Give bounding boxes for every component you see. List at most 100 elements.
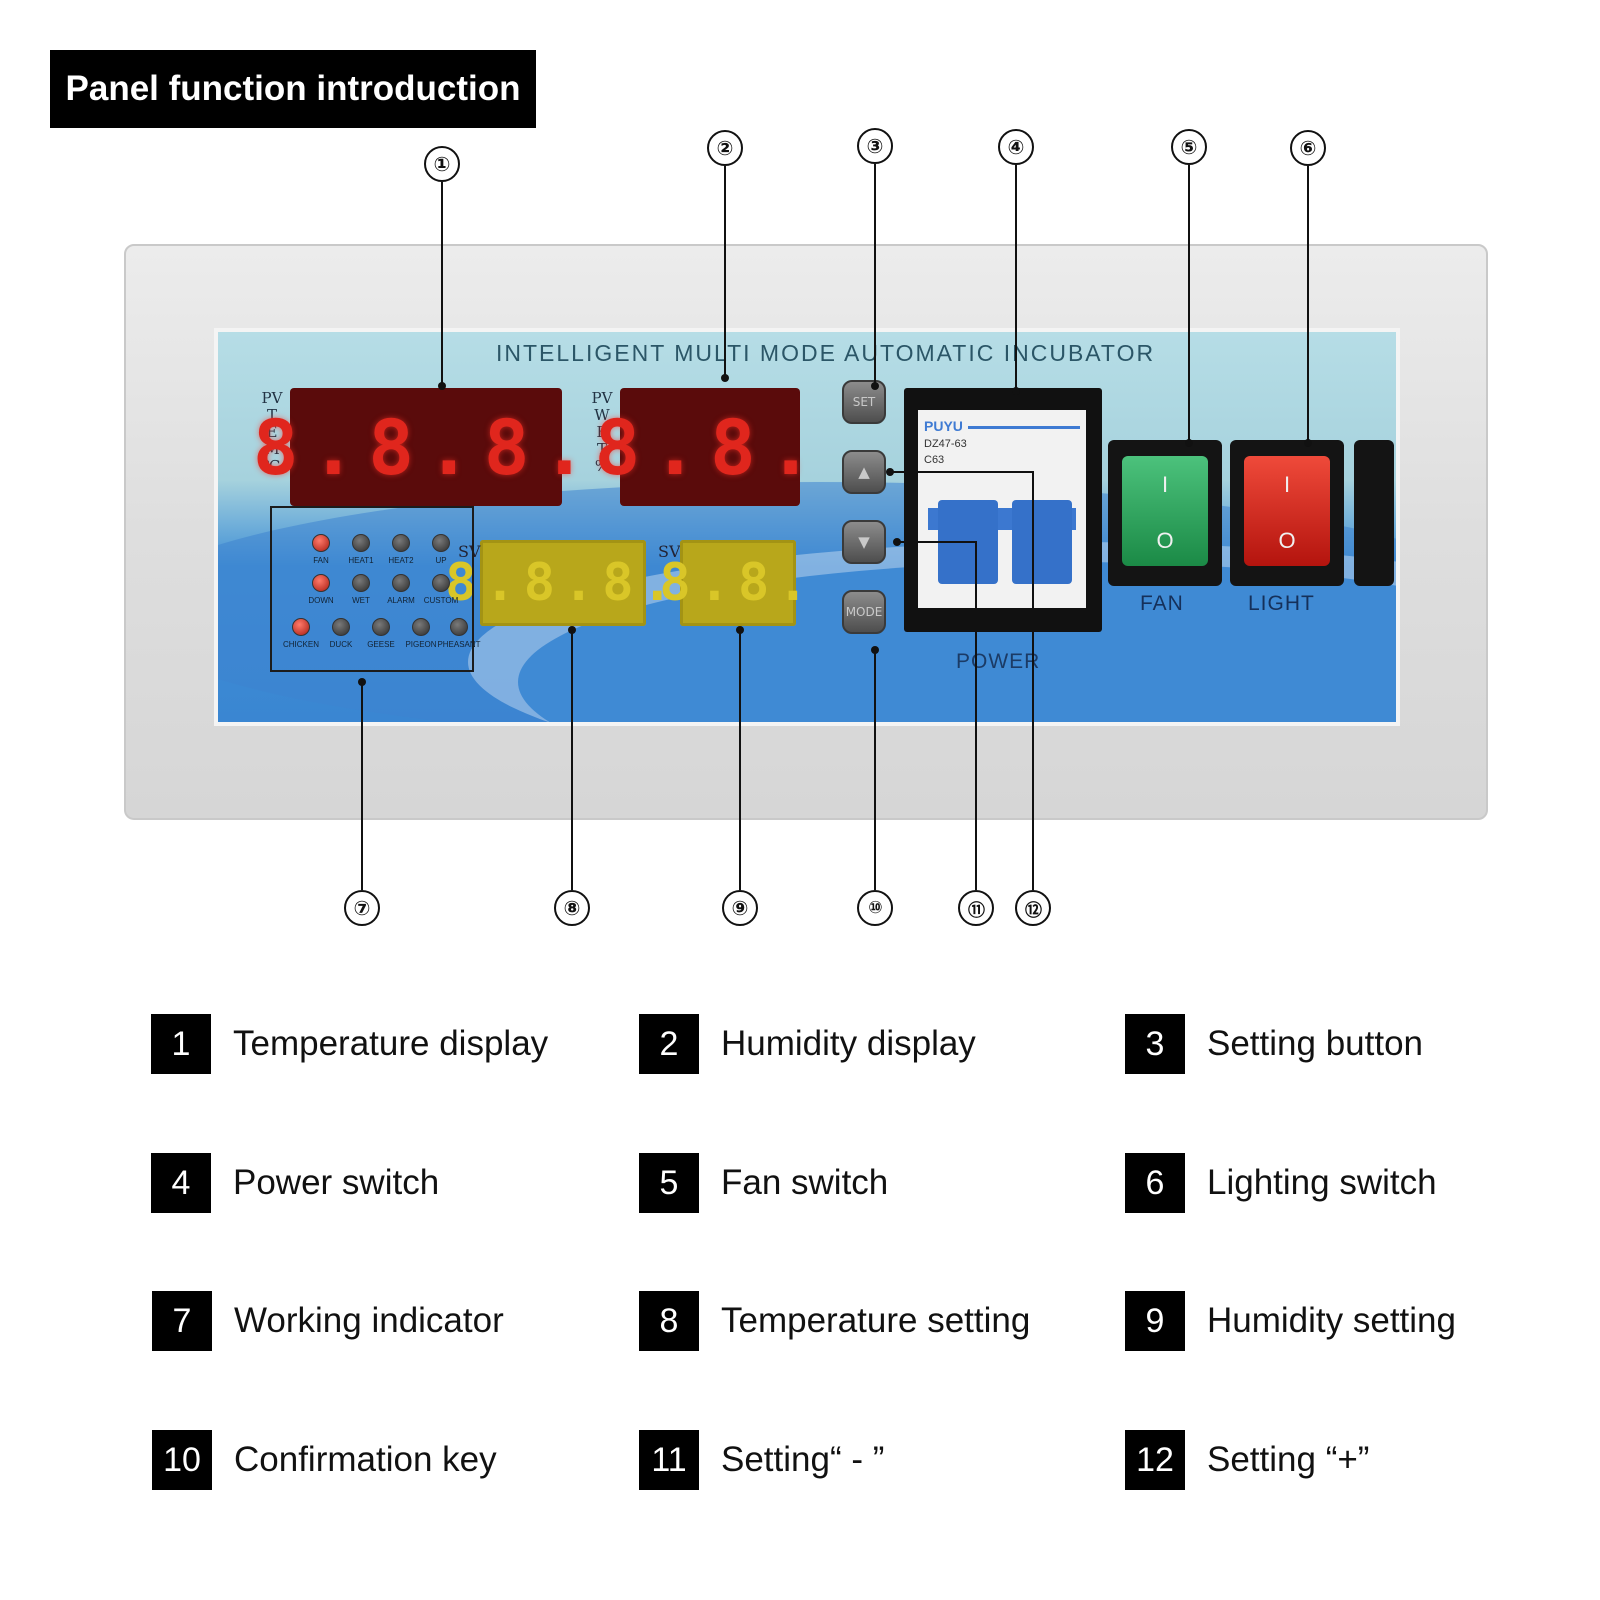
legend-item-8: 8 Temperature setting [639, 1291, 1030, 1351]
legend-text: Fan switch [721, 1163, 889, 1202]
legend-text: Humidity display [721, 1024, 976, 1063]
led-label: DUCK [329, 640, 353, 649]
humidity-display: 8.8. [594, 388, 814, 506]
humidity-setting-display: 8.8. [659, 540, 809, 626]
power-breaker: PUYU DZ47-63 C63 [918, 410, 1086, 608]
legend-number: 2 [639, 1014, 699, 1074]
callout-3: ③ [857, 128, 893, 164]
legend-item-7: 7 Working indicator [152, 1291, 504, 1351]
down-led [312, 574, 330, 592]
pheasant-led [450, 618, 468, 636]
legend-text: Working indicator [234, 1301, 504, 1340]
working-indicator-panel: FAN HEAT1 HEAT2 UP DOWN WET ALARM CUSTOM… [270, 506, 481, 672]
temperature-display: 8.8.8. [253, 388, 587, 506]
leader-line-1 [441, 182, 443, 386]
legend-item-10: 10 Confirmation key [152, 1430, 497, 1490]
leader-line-4 [1015, 165, 1017, 391]
legend-text: Setting “+” [1207, 1440, 1370, 1479]
power-label: POWER [956, 650, 1041, 673]
breaker-rating: C63 [924, 454, 945, 466]
extra-switch-housing [1354, 440, 1394, 586]
callout-2: ② [707, 130, 743, 166]
led-label: CUSTOM [423, 596, 459, 605]
fan-switch-housing: I O [1108, 440, 1222, 586]
leader-dot [1185, 439, 1193, 447]
legend-text: Lighting switch [1207, 1163, 1437, 1202]
led-label: UP [435, 556, 447, 565]
led-label: WET [352, 596, 370, 605]
led-label: PHEASANT [437, 640, 481, 649]
alarm-led [392, 574, 410, 592]
leader-line-6 [1307, 166, 1309, 443]
leader-line-2 [724, 166, 726, 378]
temperature-setting-display: 8.8.8. [445, 540, 673, 626]
led-label: FAN [313, 556, 329, 565]
control-panel: INTELLIGENT MULTI MODE AUTOMATIC INCUBAT… [214, 328, 1400, 726]
breaker-model: DZ47-63 [924, 438, 967, 450]
plus-button[interactable]: ▲ [842, 450, 886, 494]
wet-led [352, 574, 370, 592]
legend-number: 6 [1125, 1153, 1185, 1213]
leader-dot [1304, 439, 1312, 447]
leader-line-5 [1188, 165, 1190, 443]
fan-led [312, 534, 330, 552]
legend-item-9: 9 Humidity setting [1125, 1291, 1456, 1351]
up-led [432, 534, 450, 552]
custom-led [432, 574, 450, 592]
page-title: Panel function introduction [50, 50, 536, 128]
legend-number: 5 [639, 1153, 699, 1213]
legend-item-3: 3 Setting button [1125, 1014, 1423, 1074]
heat2-led [392, 534, 410, 552]
led-label: HEAT2 [388, 556, 414, 565]
legend-item-6: 6 Lighting switch [1125, 1153, 1437, 1213]
set-button[interactable]: SET [842, 380, 886, 424]
callout-9: ⑨ [722, 890, 758, 926]
power-switch-housing: PUYU DZ47-63 C63 [904, 388, 1102, 632]
legend-text: Setting“ - ” [721, 1440, 885, 1479]
leader-line-8 [571, 630, 573, 890]
leader-dot [721, 374, 729, 382]
legend-item-11: 11 Setting“ - ” [639, 1430, 884, 1490]
led-label: CHICKEN [282, 640, 319, 649]
geese-led [372, 618, 390, 636]
rocker-on-mark: I [1161, 472, 1169, 497]
legend-text: Humidity setting [1207, 1301, 1456, 1340]
heat1-led [352, 534, 370, 552]
leader-line-7 [361, 682, 363, 890]
temp-sv-label: SV [458, 542, 481, 561]
mode-button[interactable]: MODE [842, 590, 886, 634]
hum-sv-label: SV [658, 542, 681, 561]
pigeon-led [412, 618, 430, 636]
breaker-brand: PUYU [924, 418, 963, 434]
legend-number: 7 [152, 1291, 212, 1351]
leader-dot [871, 382, 879, 390]
leader-line-11 [975, 541, 977, 890]
fan-switch[interactable]: I O [1122, 456, 1208, 566]
legend-text: Setting button [1207, 1024, 1423, 1063]
legend-item-2: 2 Humidity display [639, 1014, 976, 1074]
led-label: DOWN [308, 596, 334, 605]
breaker-toggle-right[interactable] [1012, 500, 1072, 584]
legend-text: Confirmation key [234, 1440, 497, 1479]
led-label: ALARM [387, 596, 415, 605]
callout-7: ⑦ [344, 890, 380, 926]
led-label: PIGEON [405, 640, 437, 649]
callout-5: ⑤ [1171, 129, 1207, 165]
minus-button[interactable]: ▼ [842, 520, 886, 564]
callout-11: ⑪ [958, 890, 994, 926]
legend-text: Temperature setting [721, 1301, 1031, 1340]
light-switch[interactable]: I O [1244, 456, 1330, 566]
leader-line-9 [739, 630, 741, 890]
legend-number: 3 [1125, 1014, 1185, 1074]
legend-text: Power switch [233, 1163, 440, 1202]
legend-number: 8 [639, 1291, 699, 1351]
legend-item-12: 12 Setting “+” [1125, 1430, 1369, 1490]
legend-number: 12 [1125, 1430, 1185, 1490]
legend-item-4: 4 Power switch [151, 1153, 439, 1213]
light-label: LIGHT [1248, 592, 1315, 615]
legend-text: Temperature display [233, 1024, 549, 1063]
leader-dot [438, 382, 446, 390]
leader-line-12 [1032, 471, 1034, 890]
